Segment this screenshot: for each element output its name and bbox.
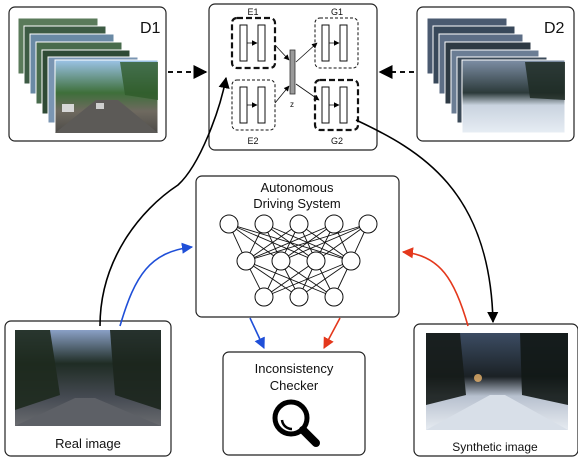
- d2-image-stack: [426, 17, 566, 134]
- e2-label: E2: [247, 136, 258, 146]
- gan-panel: E1 E2 z G1: [208, 3, 378, 151]
- real-image-label: Real image: [55, 436, 121, 451]
- checker-panel: Inconsistency Checker: [222, 351, 366, 456]
- nn-node: [289, 287, 309, 307]
- gan-to-synthetic-arrow: [355, 119, 499, 324]
- nn-node: [271, 251, 291, 271]
- nn-edge: [280, 223, 369, 262]
- ads-panel: Autonomous Driving System: [195, 175, 400, 318]
- d2-label: D2: [544, 20, 565, 37]
- nn-node: [341, 251, 361, 271]
- nn-edge: [245, 223, 369, 262]
- checker-title-line1: Inconsistency: [255, 361, 334, 376]
- nn-edge: [245, 223, 335, 262]
- nn-node: [254, 214, 274, 234]
- d1-panel: D1: [8, 6, 167, 142]
- nn-node: [324, 214, 344, 234]
- d2-panel: D2: [416, 6, 575, 142]
- ads-to-checker-blue-arrow: [249, 317, 265, 350]
- real-image-panel: Real image: [4, 320, 172, 457]
- z-label: z: [290, 100, 294, 109]
- nn-edge: [263, 260, 317, 298]
- synthetic-to-ads-arrow: [401, 247, 469, 327]
- nn-node: [306, 251, 326, 271]
- synthetic-image-panel: Synthetic image: [413, 323, 578, 457]
- generator-g1: [314, 17, 359, 69]
- d1-label: D1: [140, 20, 161, 37]
- neural-network-icon: [219, 214, 378, 307]
- nn-edge: [298, 260, 352, 298]
- g2-label: G2: [331, 136, 343, 146]
- ads-title-line1: Autonomous: [261, 180, 334, 195]
- real-to-ads-arrow: [119, 242, 194, 327]
- real-to-gan-arrow: [99, 76, 230, 327]
- nn-node: [324, 287, 344, 307]
- encoder-e1: [230, 16, 277, 70]
- nn-node: [254, 287, 274, 307]
- nn-node: [236, 251, 256, 271]
- generator-g2: [313, 78, 360, 132]
- nn-edge: [263, 260, 352, 298]
- nn-edge: [315, 223, 369, 262]
- encoder-e2: [231, 79, 276, 131]
- nn-node: [358, 214, 378, 234]
- nn-edge: [245, 223, 300, 262]
- e1-label: E1: [247, 7, 258, 17]
- ads-to-checker-red-arrow: [323, 317, 341, 349]
- synthetic-image-label: Synthetic image: [452, 440, 538, 454]
- magnifier-icon: [272, 399, 320, 447]
- nn-node: [289, 214, 309, 234]
- nn-node: [219, 214, 239, 234]
- g1-label: G1: [331, 7, 343, 17]
- checker-title-line2: Checker: [270, 378, 319, 393]
- d1-image-stack: [17, 17, 159, 134]
- ads-title-line2: Driving System: [253, 196, 340, 211]
